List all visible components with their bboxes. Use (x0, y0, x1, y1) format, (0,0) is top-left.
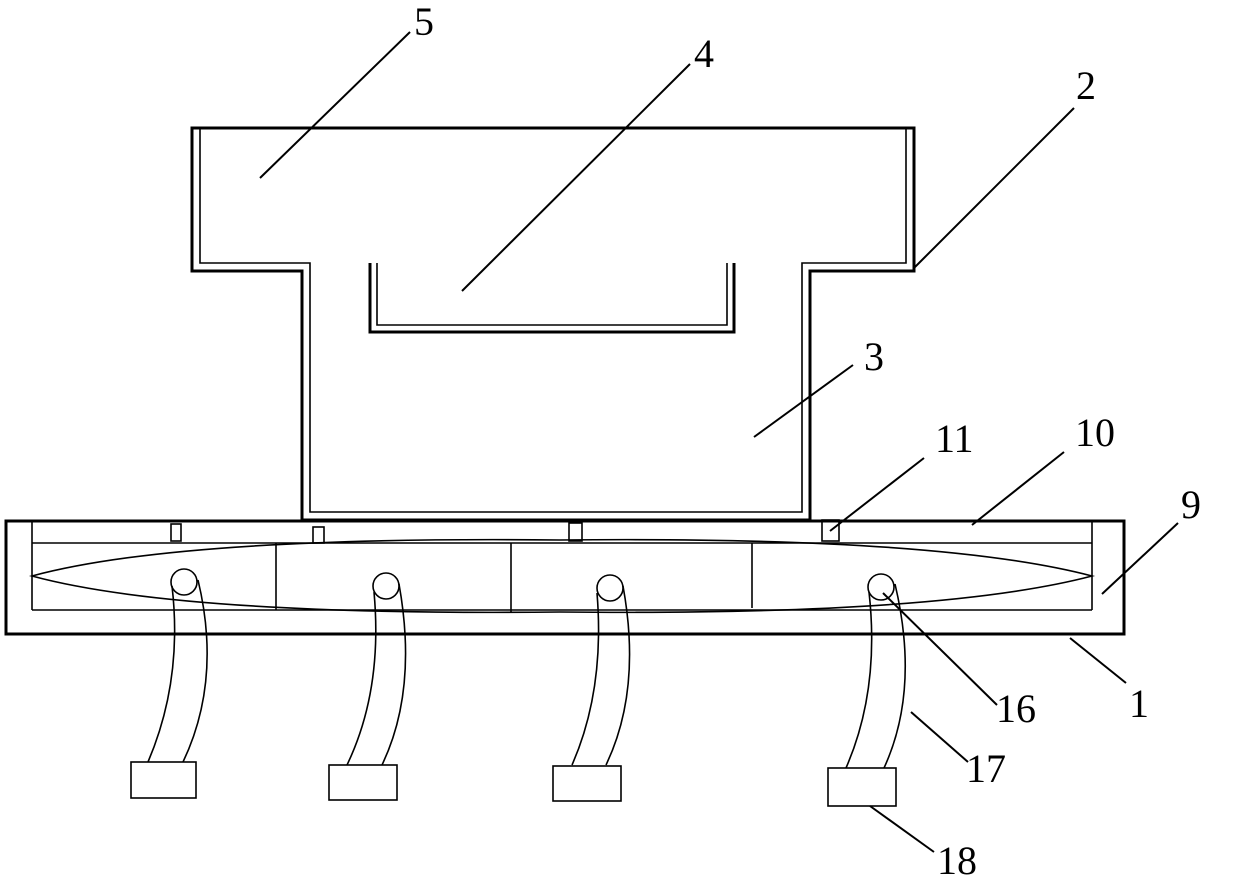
leader-lines (260, 32, 1178, 852)
label-17: 17 (966, 746, 1006, 791)
top-box (192, 128, 914, 520)
hose-assembly-4 (828, 574, 905, 806)
label-11: 11 (935, 416, 974, 461)
label-5: 5 (414, 0, 434, 44)
label-18: 18 (937, 838, 977, 883)
inner-tray (370, 263, 734, 332)
label-10: 10 (1075, 410, 1115, 455)
label-3: 3 (864, 334, 884, 379)
hose-assembly-2 (329, 573, 406, 800)
label-16: 16 (996, 686, 1036, 731)
reference-numerals: 5 4 2 3 11 10 9 16 1 17 18 (414, 0, 1201, 883)
hose-assembly-1 (131, 569, 207, 798)
label-2: 2 (1076, 63, 1096, 108)
label-1: 1 (1129, 681, 1149, 726)
label-9: 9 (1181, 482, 1201, 527)
label-4: 4 (694, 31, 714, 76)
hose-assembly-3 (553, 575, 630, 801)
